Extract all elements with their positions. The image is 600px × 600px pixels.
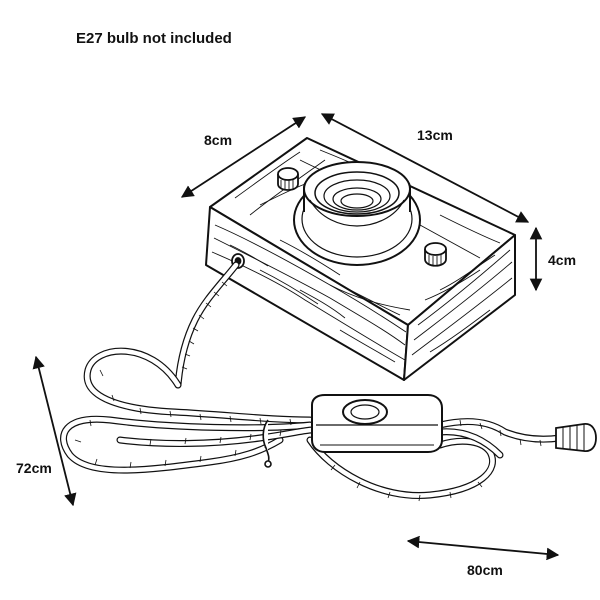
dimension-height-label: 4cm [548, 252, 577, 268]
arrow-13cm [320, 113, 530, 223]
braid-texture [74, 281, 542, 502]
arrow-72cm [32, 355, 77, 507]
dimension-width-label: 8cm [204, 132, 233, 148]
screw-right [424, 242, 447, 267]
dimension-cord-height-label: 72cm [16, 460, 52, 476]
arrow-80cm [406, 535, 560, 561]
inline-switch [311, 394, 443, 453]
braided-cord [60, 261, 564, 500]
bulb-note: E27 bulb not included [76, 30, 232, 47]
plug-end [555, 423, 597, 452]
cord-clip [262, 419, 272, 468]
dimension-arrows [32, 113, 560, 561]
dimension-length-label: 13cm [417, 127, 453, 143]
screw-left [277, 167, 299, 191]
dimension-cord-length-label: 80cm [467, 562, 503, 578]
e27-socket [293, 161, 421, 266]
arrow-8cm [180, 116, 307, 198]
